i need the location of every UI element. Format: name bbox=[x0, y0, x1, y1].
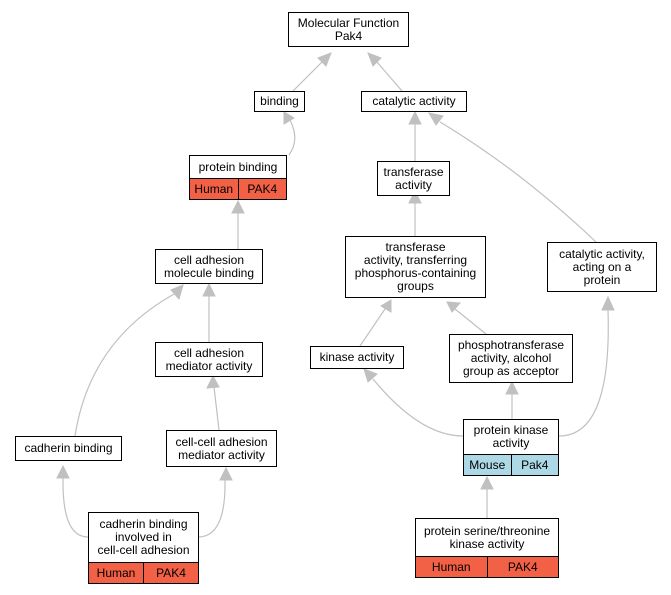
arrowhead-transferase-p-left bbox=[380, 299, 392, 313]
node-label: cadherin binding bbox=[24, 441, 113, 455]
arrowhead-cadherin bbox=[56, 464, 70, 479]
species-badge-human: Human PAK4 bbox=[89, 562, 198, 583]
edge-catalytic-protein-catalytic bbox=[439, 121, 597, 243]
arrowhead-transferase bbox=[408, 189, 422, 204]
node-catalytic-activity[interactable]: catalytic activity bbox=[361, 91, 467, 112]
edge-protein-kinase-kinase bbox=[372, 378, 464, 437]
arrowhead-cell-adhesion-binding-center bbox=[202, 282, 216, 297]
edge-cadherin-cc-cc-mediator bbox=[197, 479, 226, 538]
badge-gene: Pak4 bbox=[510, 455, 558, 475]
node-label: kinase activity bbox=[319, 350, 395, 364]
node-label: protein kinase activity bbox=[473, 423, 549, 450]
node-transferase-phosphorus-groups[interactable]: transferase activity, transferring phosp… bbox=[345, 236, 486, 298]
badge-species: Human bbox=[416, 557, 487, 577]
node-cell-adhesion-mediator-activity[interactable]: cell adhesion mediator activity bbox=[155, 342, 263, 377]
node-catalytic-activity-on-protein[interactable]: catalytic activity, acting on a protein bbox=[547, 242, 657, 292]
node-label: Molecular Function Pak4 bbox=[297, 15, 400, 43]
edge-catalytic-mf bbox=[376, 61, 403, 92]
badge-species: Human bbox=[190, 179, 238, 199]
edge-phosphotransferase-transferase-p bbox=[454, 308, 487, 335]
node-cadherin-binding-cell-cell-adhesion[interactable]: cadherin binding involved in cell-cell a… bbox=[88, 512, 199, 584]
arrowhead-cell-adhesion-mediator bbox=[206, 374, 220, 389]
badge-species: Mouse bbox=[464, 455, 511, 475]
badge-gene: PAK4 bbox=[143, 563, 198, 583]
node-cell-adhesion-molecule-binding[interactable]: cell adhesion molecule binding bbox=[155, 249, 263, 284]
node-transferase-activity[interactable]: transferase activity bbox=[377, 161, 450, 196]
species-badge-mouse: Mouse Pak4 bbox=[464, 454, 558, 475]
edge-protein-binding-binding bbox=[288, 119, 296, 156]
node-label: protein binding bbox=[198, 159, 278, 174]
node-kinase-activity[interactable]: kinase activity bbox=[310, 346, 404, 369]
species-badge-human: Human PAK4 bbox=[416, 556, 558, 577]
arrowhead-phosphotransferase bbox=[505, 380, 519, 395]
edge-binding-mf bbox=[292, 61, 323, 92]
arrowhead-binding bbox=[283, 111, 295, 125]
arrowhead-cell-adhesion-binding-left bbox=[170, 284, 184, 301]
node-protein-serine-threonine-kinase[interactable]: protein serine/threonine kinase activity… bbox=[415, 518, 559, 578]
badge-species: Human bbox=[89, 563, 143, 583]
badge-gene: PAK4 bbox=[486, 557, 558, 577]
arrowhead-catalytic-bottom bbox=[408, 110, 422, 125]
arrowhead-cc-mediator bbox=[219, 466, 233, 481]
arrowhead-kinase bbox=[363, 368, 378, 383]
node-molecular-function-pak4[interactable]: Molecular Function Pak4 bbox=[288, 12, 409, 47]
node-protein-binding[interactable]: protein binding Human PAK4 bbox=[189, 155, 287, 200]
edge-cc-mediator-cell-adhesion-mediator bbox=[213, 386, 220, 431]
arrowhead-transferase-p-right bbox=[446, 301, 462, 313]
edge-cadherin-cell-adhesion-binding bbox=[74, 292, 177, 437]
node-label: catalytic activity, acting on a protein bbox=[559, 246, 645, 287]
node-cadherin-binding[interactable]: cadherin binding bbox=[15, 436, 122, 461]
node-label: transferase activity, transferring phosp… bbox=[354, 240, 477, 293]
arrowhead-protein-kinase bbox=[480, 475, 494, 490]
node-phosphotransferase-activity[interactable]: phosphotransferase activity, alcohol gro… bbox=[449, 334, 573, 383]
badge-gene: PAK4 bbox=[237, 179, 286, 199]
arrowhead-mf-left bbox=[317, 52, 332, 67]
node-label: binding bbox=[260, 94, 299, 108]
node-cell-cell-adhesion-mediator[interactable]: cell-cell adhesion mediator activity bbox=[166, 430, 277, 467]
node-label: cell adhesion mediator activity bbox=[165, 345, 253, 373]
arrowhead-protein-binding bbox=[231, 199, 245, 214]
node-label: cell adhesion molecule binding bbox=[163, 252, 255, 280]
edge-cadherin-cc-cadherin bbox=[62, 477, 89, 538]
node-binding[interactable]: binding bbox=[254, 91, 305, 112]
arrowhead-catalytic-protein bbox=[601, 295, 615, 311]
node-protein-kinase-activity[interactable]: protein kinase activity Mouse Pak4 bbox=[463, 419, 559, 476]
edge-kinase-transferase-p bbox=[359, 308, 386, 347]
node-label: cadherin binding involved in cell-cell a… bbox=[97, 517, 190, 557]
node-label: cell-cell adhesion mediator activity bbox=[175, 434, 268, 462]
node-label: phosphotransferase activity, alcohol gro… bbox=[457, 338, 565, 378]
arrowhead-mf-right bbox=[367, 52, 382, 67]
node-label: catalytic activity bbox=[372, 94, 456, 108]
node-label: transferase activity bbox=[383, 164, 444, 192]
arrowhead-catalytic-right bbox=[427, 112, 444, 126]
node-label: protein serine/threonine kinase activity bbox=[423, 523, 551, 551]
edge-protein-kinase-catalytic-protein bbox=[558, 309, 609, 437]
species-badge-human: Human PAK4 bbox=[190, 178, 286, 199]
